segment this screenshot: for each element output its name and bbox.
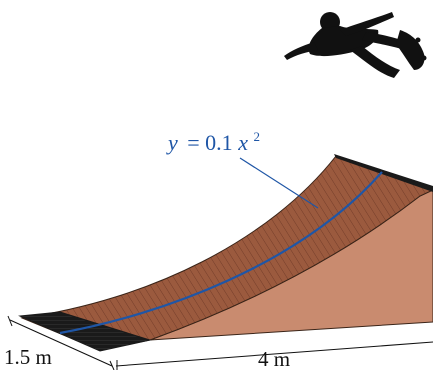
equation-label: y = 0.1 x 2 (166, 129, 260, 155)
equation-leader-line (239, 157, 319, 209)
eq-exp: 2 (253, 129, 260, 144)
parabola-curve (59, 171, 383, 335)
ramp-surface (20, 155, 433, 351)
skateboarder-silhouette-icon (284, 12, 427, 78)
length-label: 4 m (258, 347, 290, 370)
ramp-base-plate (18, 311, 152, 352)
ramp-coping (334, 154, 433, 192)
eq-lhs: y (166, 130, 178, 155)
length-dimension (115, 341, 433, 370)
eq-var: x (237, 130, 248, 155)
width-label: 1.5 m (4, 345, 52, 369)
width-dimension (7, 315, 115, 370)
eq-rhs: = 0.1 (187, 130, 232, 155)
